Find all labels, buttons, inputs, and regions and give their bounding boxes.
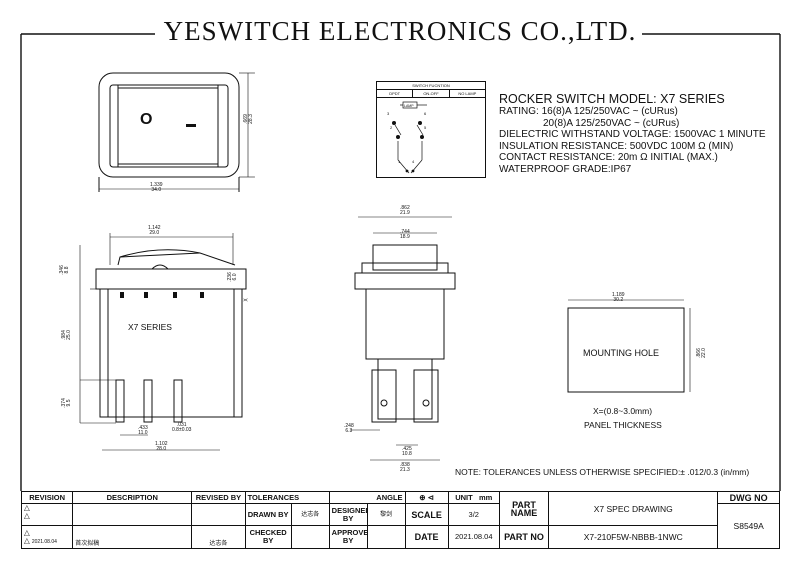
switch-function-header: SWITCH FUCNTION — [377, 82, 485, 90]
tb-checked-by-label: CHECKED BY — [244, 525, 292, 549]
tb-dwg-no-label: DWG NO — [717, 491, 780, 504]
tb-part-no: X7-210F5W-NBBB-1NWC — [548, 525, 719, 549]
switch-function-col: NO LAMP — [458, 91, 477, 96]
tb-designed-by-label: DESIGNED BY — [328, 503, 368, 526]
tb-dwg-no: S8549A — [717, 503, 780, 549]
title-block: REVISION DESCRIPTION REVISED BY TOLERANC… — [20, 491, 780, 549]
top-view-drawing — [98, 72, 255, 192]
spec-insulation: INSULATION RESISTANCE: 500VDC 100M Ω (MI… — [499, 140, 734, 152]
spec-rating-1: RATING: 16(8)A 125/250VAC ~ (cURus) — [499, 106, 678, 117]
front-view-drawing — [350, 216, 456, 461]
side-view-drawing — [79, 233, 247, 451]
tb-projection-symbol: ⊕ ⊲ — [404, 491, 449, 504]
tb-angle-header: ANGLE — [328, 491, 406, 504]
terminal-label: 2 — [390, 125, 393, 130]
tb-tolerances-header: TOLERANCES — [244, 491, 330, 504]
tolerance-note: NOTE: TOLERANCES UNLESS OTHERWISE SPECIF… — [455, 467, 750, 477]
tb-description-header: DESCRIPTION — [72, 491, 193, 504]
tb-scale-label: SCALE — [404, 503, 449, 526]
spec-waterproof: WATERPROOF GRADE:IP67 — [499, 163, 632, 175]
tb-revision-header: REVISION — [20, 491, 74, 504]
spec-text: ROCKER SWITCH MODEL: X7 SERIES RATING: 1… — [499, 92, 766, 176]
series-label: X7 SERIES — [128, 322, 172, 332]
switch-function-box: SWITCH FUCNTION DPDT ON-OFF NO LAMP — [376, 81, 486, 178]
tb-rev-by: 达志各 — [191, 525, 246, 549]
rocker-o-mark: O — [140, 111, 153, 128]
mounting-hole-drawing — [567, 299, 691, 393]
spec-dielectric: DIELECTRIC WITHSTAND VOLTAGE: 1500VAC 1 … — [499, 129, 766, 141]
mounting-hole-label: MOUNTING HOLE — [583, 348, 660, 358]
switch-function-col: DPDT — [377, 90, 414, 97]
panel-x-mark: X — [243, 298, 250, 302]
terminal-label: 5 — [424, 125, 427, 130]
tb-date-value: 2021.08.04 — [447, 525, 500, 549]
panel-x-label: X=(0.8~3.0mm) — [593, 406, 653, 416]
tb-drawn-by-label: DRAWN BY — [244, 503, 292, 526]
tb-rev-marks: △△ — [20, 503, 74, 526]
tb-part-name: X7 SPEC DRAWING — [548, 491, 719, 526]
tb-part-name-label: PART NAME — [498, 491, 550, 526]
terminal-label: 1 — [398, 159, 401, 164]
tb-approved-by-label: APPROVED BY — [328, 525, 368, 549]
company-title: YESWITCH ELECTRONICS CO.,LTD. — [0, 16, 800, 47]
switch-schematic — [392, 101, 427, 174]
spec-rating-2: 20(8)A 125/250VAC ~ (cURus) — [543, 117, 680, 129]
tb-revised-by-header: REVISED BY — [191, 491, 246, 504]
tb-scale-value: 3/2 — [447, 503, 500, 526]
terminal-label: 4 — [412, 159, 415, 164]
tb-drawn-name: 达志各 — [290, 503, 330, 526]
terminal-label: 3 — [387, 111, 390, 116]
lamp-label: LAMP — [404, 104, 414, 108]
spec-model: ROCKER SWITCH MODEL: X7 SERIES — [499, 92, 725, 106]
tb-rev-row: △△ 2021.08.04 — [20, 525, 74, 549]
tb-rev-description: 首次拟稿 — [72, 525, 193, 549]
terminal-label: 6 — [424, 111, 427, 116]
tb-part-no-label: PART NO — [498, 525, 550, 549]
rocker-i-mark — [186, 124, 196, 127]
spec-contact: CONTACT RESISTANCE: 20m Ω INITIAL (MAX.) — [499, 152, 718, 164]
tb-date-label: DATE — [404, 525, 449, 549]
switch-function-col: ON-OFF — [413, 90, 450, 97]
tb-designed-name: 黎剑 — [366, 503, 406, 526]
panel-thickness-label: PANEL THICKNESS — [584, 420, 662, 430]
tb-unit: UNIT mm — [447, 491, 500, 504]
